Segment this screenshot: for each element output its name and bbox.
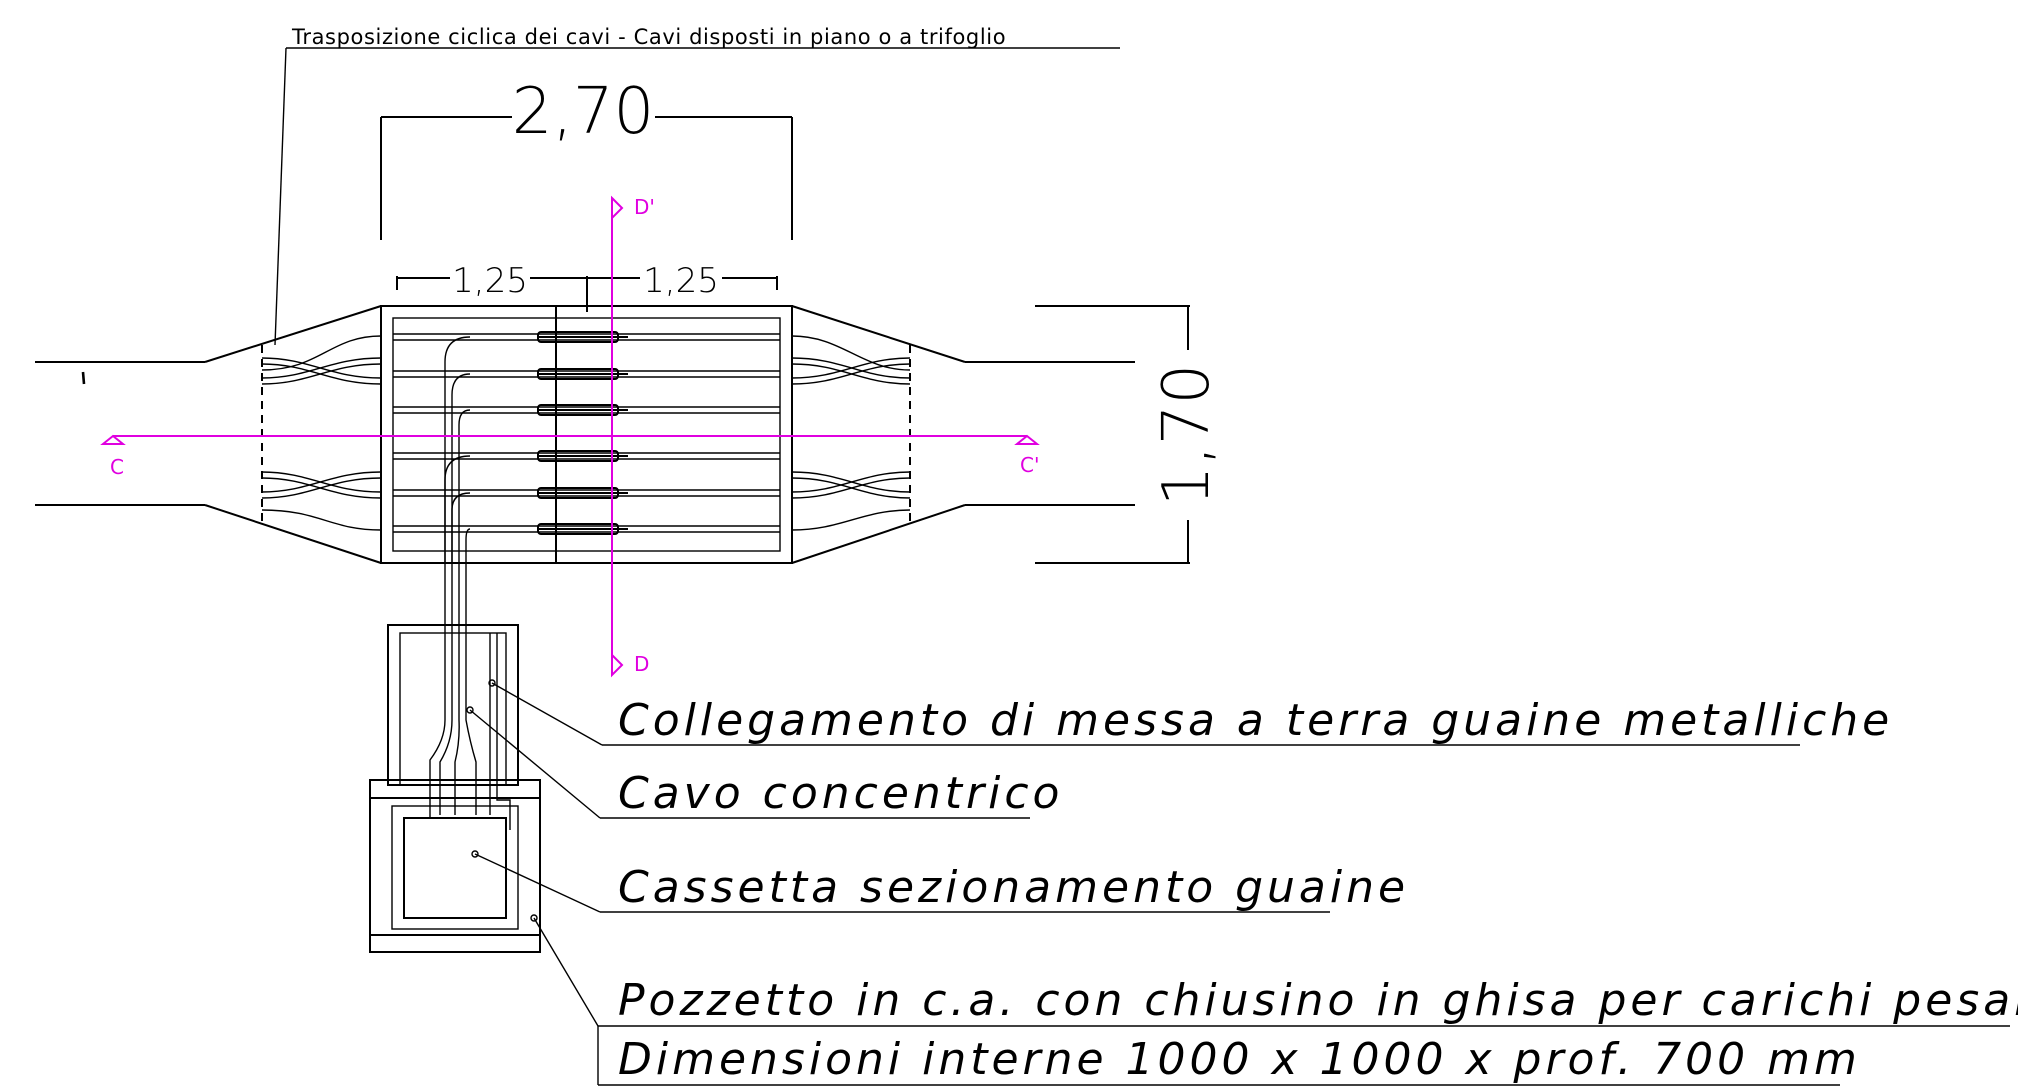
cable-rows [393,331,780,563]
transposition-left [261,335,382,531]
section-line-c [100,434,1040,445]
transposition-right [791,335,911,531]
callout-pit-line2-label: Dimensioni interne 1000 x 1000 x prof. 7… [618,1034,1861,1085]
section-c-right-label: C' [1020,453,1039,477]
dimension-overall-width-label: 2,70 [512,75,655,149]
dimension-height [1035,305,1190,564]
callout-pit-line1-label: Pozzetto in c.a. con chiusino in ghisa p… [618,975,2018,1026]
callout-box-label: Cassetta sezionamento guaine [618,862,1409,913]
dimension-halves [396,276,778,312]
trench-outline [35,305,1135,564]
dimension-half-left-label: 1,25 [452,261,528,301]
drawing-title: Trasposizione ciclica dei cavi - Cavi di… [291,25,1006,49]
section-c-left-label: C [110,455,124,479]
section-line-d [611,195,624,678]
earthing-leads [444,336,471,563]
pit [369,779,541,953]
section-d-bottom-label: D [634,652,649,676]
dimension-half-right-label: 1,25 [643,261,719,301]
dimension-overall-width [380,116,793,240]
cable-joints [537,331,628,535]
sectioning-box [403,815,507,919]
callout-leaders [466,679,2010,1086]
junction-chamber [380,305,793,564]
callout-earthing-label: Collegamento di messa a terra guaine met… [618,695,1893,746]
title-leader [274,47,1120,346]
concentric-cable-duct [387,563,519,830]
callout-cable-label: Cavo concentrico [618,768,1063,819]
section-d-top-label: D' [634,195,655,219]
dimension-height-label: 1,70 [1150,364,1224,507]
